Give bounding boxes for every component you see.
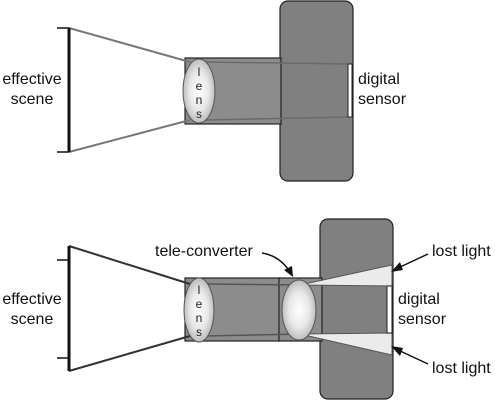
ray-inner-bottom bbox=[204, 116, 350, 121]
top-diagram: effective scene l e n s digital sensor bbox=[2, 0, 407, 182]
ray-top bbox=[68, 27, 191, 63]
lost-light-bottom-arrowhead bbox=[391, 346, 403, 356]
lens-label-e: e bbox=[196, 79, 203, 93]
lost-light-bottom-label: lost light bbox=[432, 360, 491, 377]
ray-top bbox=[68, 245, 191, 285]
digital-sensor bbox=[386, 285, 393, 334]
lens-label-s: s bbox=[196, 325, 202, 339]
bottom-diagram: effective scene tele-converter l e n s d… bbox=[2, 218, 491, 400]
scene-label-line1: effective bbox=[2, 71, 61, 88]
ray-inner-top bbox=[204, 283, 301, 286]
ray-inner-bottom bbox=[204, 333, 301, 337]
teleconverter-lens-element bbox=[281, 279, 317, 341]
digital-sensor bbox=[347, 63, 353, 118]
ray-bottom bbox=[68, 335, 191, 372]
lens-label-l: l bbox=[198, 65, 201, 79]
lost-light-top-wedge bbox=[299, 264, 393, 287]
lost-light-bottom-wedge bbox=[299, 332, 393, 356]
scene-label-line2: scene bbox=[11, 91, 54, 108]
ray-bottom bbox=[68, 119, 191, 153]
sensor-label-line1: digital bbox=[358, 71, 400, 88]
camera-body bbox=[319, 218, 394, 400]
lost-light-top-arrow bbox=[397, 253, 429, 269]
lens-label-n: n bbox=[196, 311, 203, 325]
lost-light-bottom-arrow bbox=[397, 349, 429, 365]
sensor-label-line2: sensor bbox=[398, 311, 447, 328]
lens-label-s: s bbox=[196, 107, 202, 121]
sensor-label-line2: sensor bbox=[358, 91, 407, 108]
ray-inner-top bbox=[204, 61, 350, 65]
lens-label-e: e bbox=[196, 297, 203, 311]
lost-light-top-label: lost light bbox=[432, 243, 491, 260]
sensor-label-line1: digital bbox=[398, 291, 440, 308]
teleconverter-arrowhead bbox=[284, 266, 293, 277]
lens-element bbox=[183, 277, 215, 343]
lens-element bbox=[182, 58, 216, 124]
lens-label-l: l bbox=[198, 283, 201, 297]
lens-label-n: n bbox=[196, 93, 203, 107]
lost-light-top-arrowhead bbox=[391, 262, 403, 272]
camera-body bbox=[279, 0, 354, 182]
teleconverter-label: tele-converter bbox=[155, 243, 253, 260]
scene-label-line2: scene bbox=[11, 311, 54, 328]
scene-label-line1: effective bbox=[2, 291, 61, 308]
